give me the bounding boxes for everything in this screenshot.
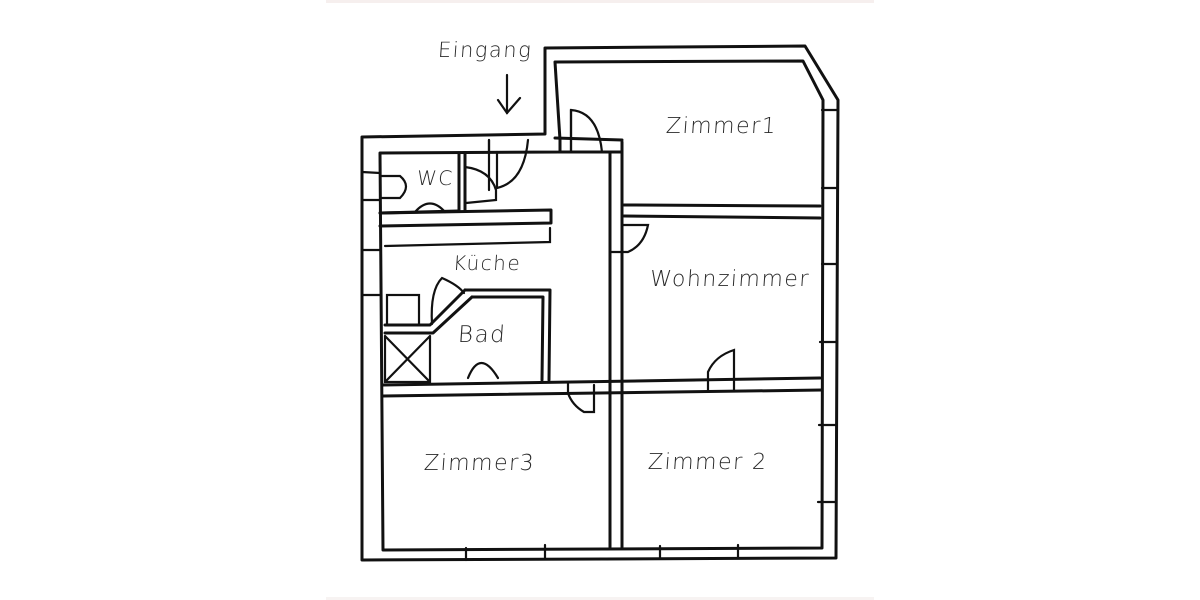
hall-right-wall xyxy=(558,150,612,549)
down-arrow-icon xyxy=(496,73,522,115)
wohnzimmer-door-swing xyxy=(608,223,650,254)
wc-sink-icon xyxy=(413,202,447,214)
drawing-sheet xyxy=(326,0,874,600)
zimmer3-door-swing xyxy=(566,380,596,414)
room-label-zimmer3: Zimmer3 xyxy=(423,451,536,476)
room-label-zimmer1: Zimmer1 xyxy=(665,114,778,139)
outer-wall-outer-line xyxy=(360,44,840,562)
room-label-zimmer2: Zimmer 2 xyxy=(647,450,769,475)
entrance-door-swing xyxy=(487,138,530,190)
entrance-label: Eingang xyxy=(437,38,534,62)
wc-door-swing xyxy=(463,165,498,205)
kitchen-counter xyxy=(383,226,552,248)
wc-toilet-icon xyxy=(380,174,408,200)
kitchen-top-wall xyxy=(378,208,553,228)
bad-door-swing xyxy=(430,276,466,326)
sheet-bottom-edge xyxy=(326,597,874,600)
washing-machine-icon xyxy=(385,293,421,327)
outer-wall-inner-line xyxy=(378,59,825,552)
room-label-kueche: Küche xyxy=(452,251,523,275)
right-wall-window-marks xyxy=(816,108,840,504)
bad-toilet-icon xyxy=(466,361,500,380)
bottom-wall-window-marks xyxy=(464,543,740,562)
shower-icon xyxy=(383,334,432,384)
room-label-bad: Bad xyxy=(457,322,508,348)
zimmer1-door-swing xyxy=(569,108,604,154)
zimmer1-bottom-corner xyxy=(553,136,624,142)
wc-right-wall xyxy=(457,151,467,212)
middle-horizontal-wall xyxy=(381,376,824,398)
bad-walls xyxy=(463,288,552,382)
left-wall-window-marks xyxy=(360,170,382,297)
zimmer1-bottom-wall xyxy=(622,203,822,220)
room-label-wc: WC xyxy=(416,166,455,190)
zimmer2-door-swing xyxy=(706,348,736,392)
sheet-top-edge xyxy=(326,0,874,3)
room-label-wohnzimmer: Wohnzimmer xyxy=(649,267,811,292)
